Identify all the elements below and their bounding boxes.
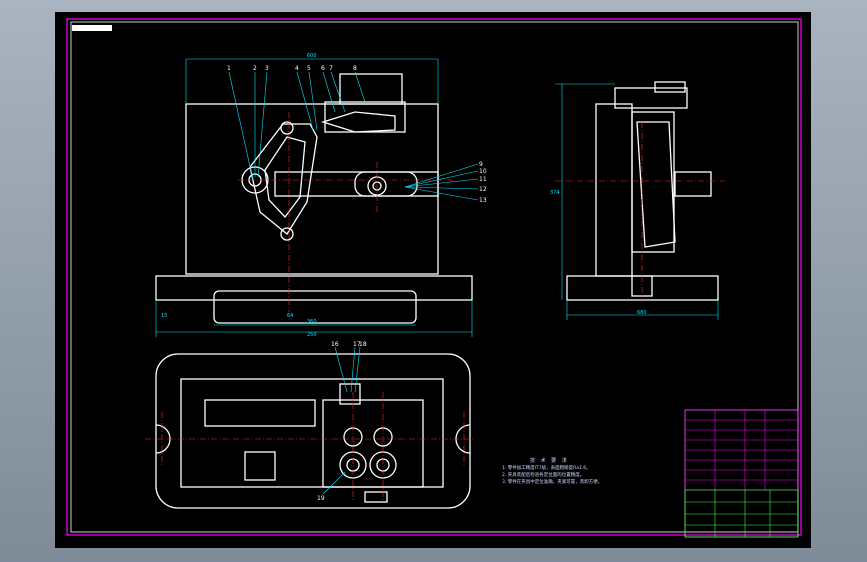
front-slot	[213, 290, 417, 324]
clamp-link	[320, 111, 396, 133]
front-body	[185, 103, 439, 275]
balloon-12: 12	[479, 186, 487, 193]
side-centerlines	[555, 122, 725, 302]
side-dimensions	[555, 83, 719, 320]
pin-bottom	[280, 227, 294, 241]
side-body	[595, 103, 633, 277]
plan-link	[204, 399, 316, 427]
clamp-slot	[354, 171, 418, 197]
note-line-1: 1. 零件加工精度IT7级，表面粗糙度Ra1.6。	[502, 466, 591, 471]
front-base	[155, 275, 473, 301]
balloon-3: 3	[265, 65, 269, 72]
cad-drawing: 1 2 3 4 5 6 7 8 9 10 11 12 13 16 17 18 1…	[66, 18, 802, 538]
side-top-block	[614, 87, 688, 109]
plan-post	[339, 383, 361, 405]
balloon-labels: 1 2 3 4 5 6 7 8 9 10 11 12 13 16 17 18 1…	[227, 65, 487, 502]
plan-body	[180, 378, 444, 488]
balloon-9: 9	[479, 161, 483, 168]
plan-view	[155, 353, 471, 509]
balloon-5: 5	[307, 65, 311, 72]
balloon-10: 10	[479, 168, 487, 175]
side-inner	[636, 121, 676, 248]
balloon-7: 7	[329, 65, 333, 72]
rocker-arm	[249, 123, 318, 235]
plan-foot	[364, 491, 388, 503]
balloon-6: 6	[321, 65, 325, 72]
balloon-18: 18	[359, 341, 367, 348]
side-view	[566, 81, 719, 301]
plan-leaders	[322, 346, 361, 495]
title-block	[684, 409, 799, 538]
pin-top	[280, 121, 294, 135]
balloon-8: 8	[353, 65, 357, 72]
front-centerlines	[238, 112, 455, 312]
inner-border	[70, 21, 799, 533]
drawing-frame: 1 2 3 4 5 6 7 8 9 10 11 12 13 16 17 18 1…	[55, 12, 811, 548]
dim-side-height: 374	[550, 190, 560, 196]
corner-mark	[72, 25, 112, 31]
balloon-19: 19	[317, 495, 325, 502]
dim-bottom1: 360	[307, 319, 317, 325]
dim-side-width: 680	[637, 310, 647, 316]
balloon-4: 4	[295, 65, 299, 72]
plan-centerlines	[145, 392, 475, 502]
balloon-16: 16	[331, 341, 339, 348]
dim-mid: 15	[161, 313, 167, 319]
dim-bottom2: 250	[307, 332, 317, 338]
balloon-11: 11	[479, 176, 487, 183]
note-line-3: 3. 零件在夹具中定位准确，夹紧可靠，装卸方便。	[502, 480, 603, 485]
rocker-inner	[264, 136, 306, 219]
plan-stud	[244, 451, 276, 481]
balloon-13: 13	[479, 197, 487, 204]
sheet-border	[66, 18, 802, 536]
dim-center: 64	[287, 313, 293, 319]
plan-base	[155, 353, 471, 509]
side-top-cap	[654, 81, 686, 93]
balloon-17: 17	[353, 341, 361, 348]
notes-title: 技 术 要 求	[530, 458, 569, 464]
clamp-bar	[274, 171, 439, 197]
front-view	[155, 73, 473, 324]
plan-clamp	[322, 399, 424, 488]
technical-notes: 技 术 要 求 1. 零件加工精度IT7级，表面粗糙度Ra1.6。 2. 夹具装…	[502, 458, 732, 486]
dim-top: 600	[307, 53, 317, 59]
dimension-text: 600 360 250 15 64 374 680	[161, 53, 647, 338]
side-plate	[631, 111, 675, 253]
front-dimensions	[155, 58, 479, 337]
balloon-2: 2	[253, 65, 257, 72]
note-line-2: 2. 夹具装配后检验各定位面的位置精度。	[502, 473, 585, 478]
balloon-1: 1	[227, 65, 231, 72]
side-nut	[674, 171, 712, 197]
top-block	[339, 73, 403, 105]
